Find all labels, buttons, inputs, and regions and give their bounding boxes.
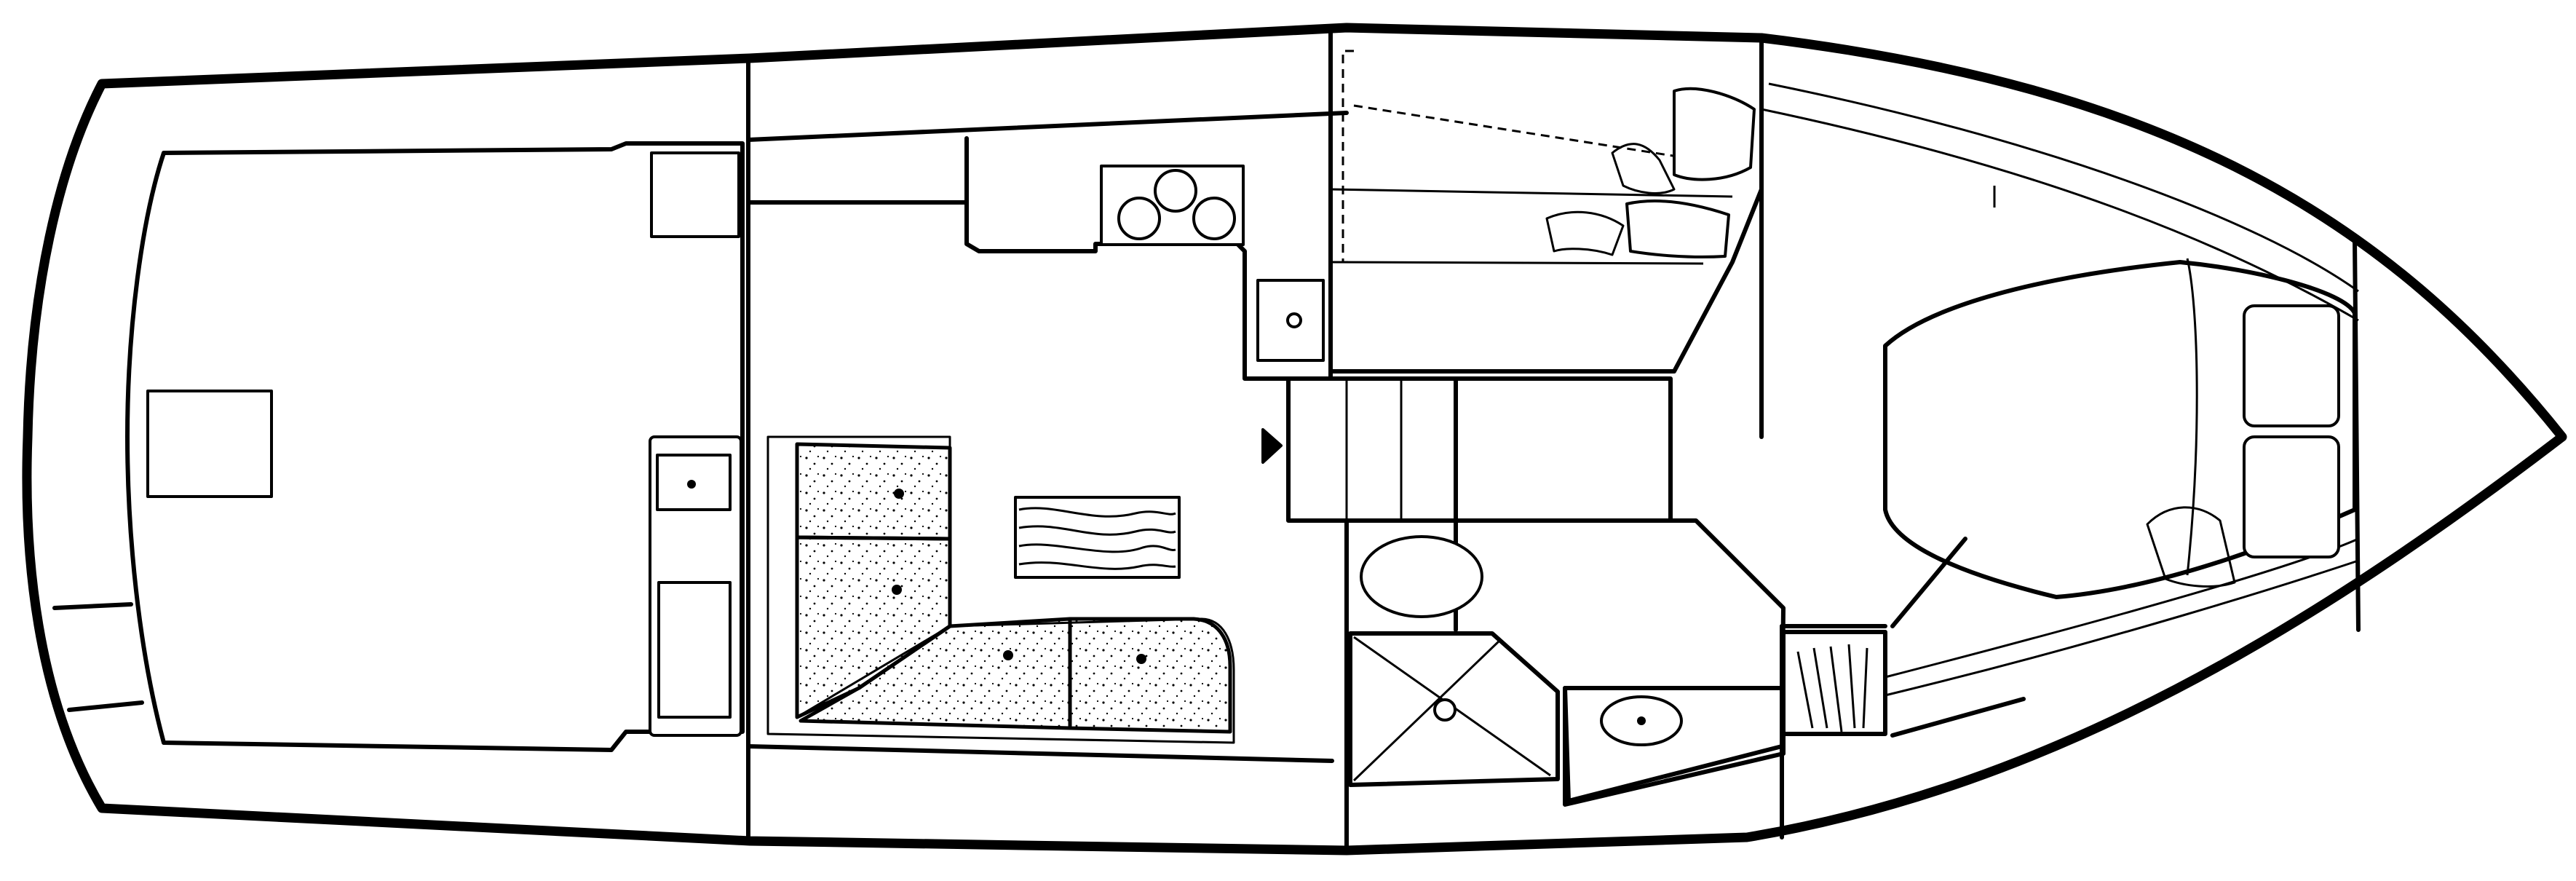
arrow-icon [1261,428,1283,464]
cockpit [52,141,745,752]
folded-linen [2146,506,2236,588]
v-berth [1883,260,2357,599]
cockpit-icebox [657,581,732,719]
dinette-table [1014,496,1181,579]
wet-bar-drain [687,480,696,489]
forward-stateroom [1761,82,2361,738]
pillow [1625,199,1730,258]
transom-step [52,602,133,610]
galley [964,136,1333,381]
mid-cabin [1328,27,1764,374]
galley-counter [964,136,1333,381]
pillow [1673,87,1756,181]
berth-pillow [2243,304,2340,427]
dinette-seat-aft [795,442,952,541]
shower-pan [1348,631,1560,787]
berth-pillow [2243,435,2340,558]
dinette-seat-corner [798,617,1072,730]
hanging-locker [1781,630,1887,736]
cockpit-coaming [125,141,745,752]
stove-burner [1154,169,1197,213]
cockpit-hatch [146,390,273,498]
folded-linen [1611,143,1676,194]
cockpit-locker [650,151,740,238]
dinette [766,435,1235,744]
transom-step [67,700,144,712]
dinette-seat-end [1068,617,1232,734]
berth-outline-dashed [1341,50,1748,264]
stove-burner [1192,197,1236,240]
toilet [1360,535,1483,618]
head-compartment [1344,518,1786,807]
stove-burner [1117,197,1161,240]
bulkheads [746,27,1887,853]
folded-linen [1545,210,1625,256]
mid-cabin-walls [1328,27,1764,374]
galley-sink-drain [1286,312,1302,328]
vanity [1563,686,1786,807]
shower-drain [1433,698,1457,722]
